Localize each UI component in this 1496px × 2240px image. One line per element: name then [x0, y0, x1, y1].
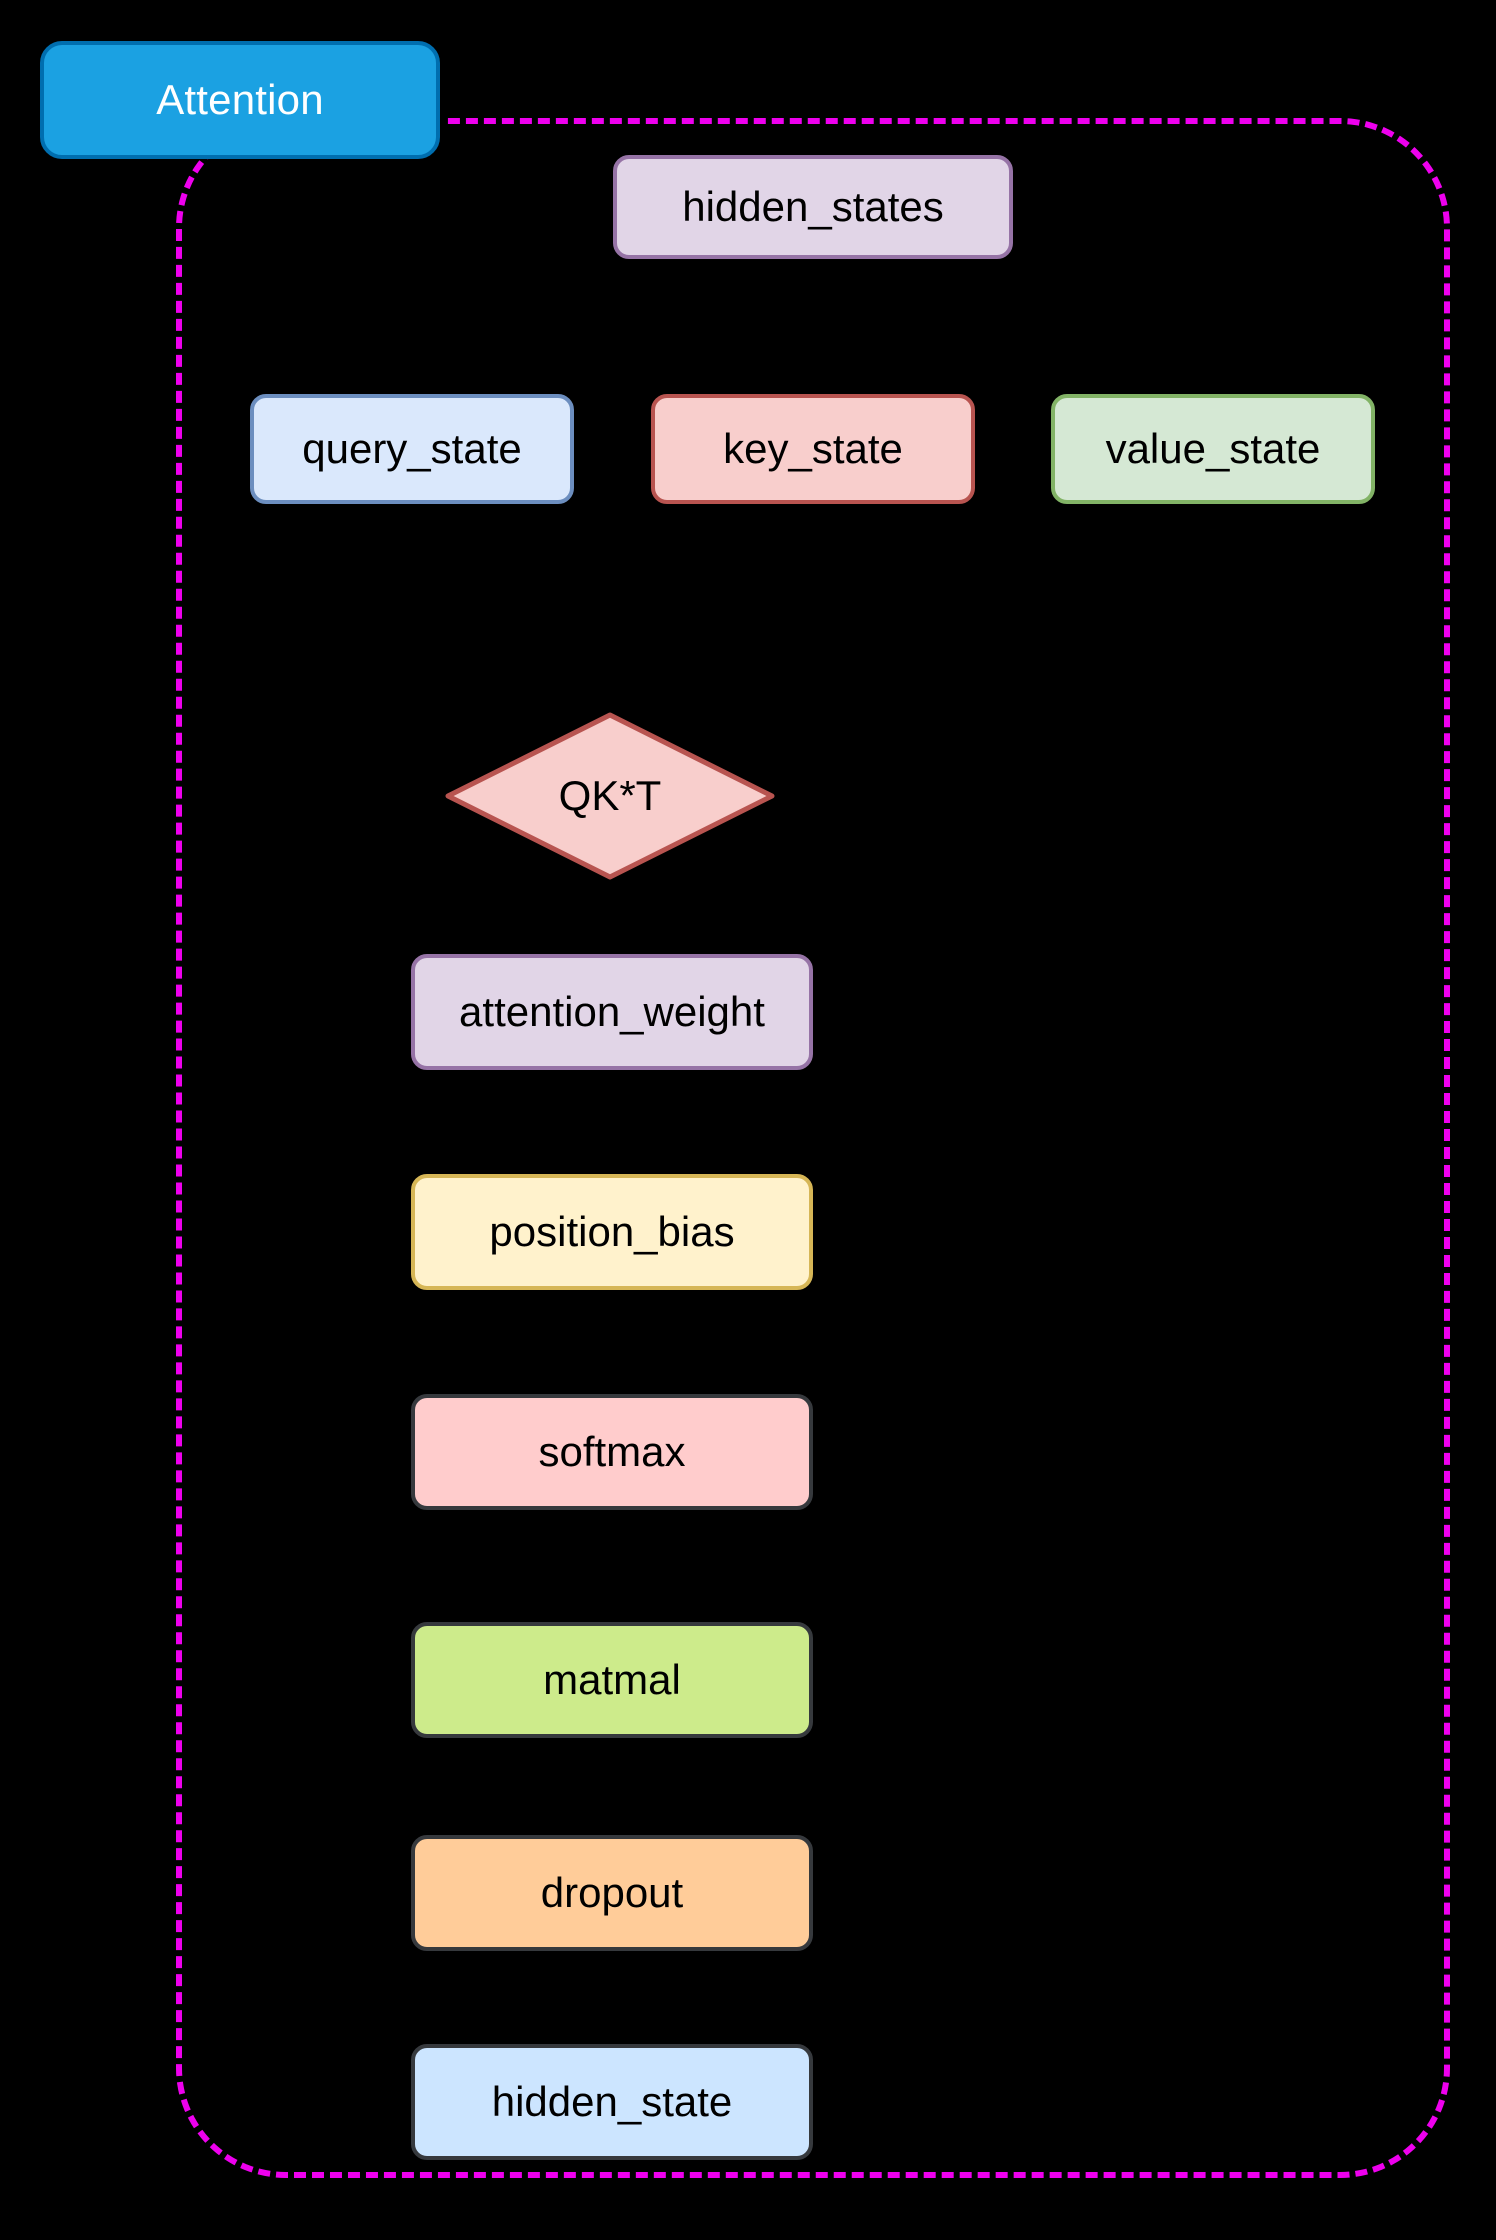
node-attention-weight[interactable]: attention_weight	[411, 954, 813, 1070]
node-softmax[interactable]: softmax	[411, 1394, 813, 1510]
node-hidden-states[interactable]: hidden_states	[613, 155, 1013, 259]
node-position-bias[interactable]: position_bias	[411, 1174, 813, 1290]
node-label: query_state	[302, 424, 522, 472]
node-query-state[interactable]: query_state	[250, 394, 574, 504]
node-key-state[interactable]: key_state	[651, 394, 975, 504]
diamond-shape	[445, 712, 775, 880]
node-label: softmax	[538, 1427, 686, 1475]
subgraph-title-attention[interactable]: Attention	[40, 41, 440, 159]
node-hidden-state[interactable]: hidden_state	[411, 2044, 813, 2160]
node-qk-transpose[interactable]: QK*T	[444, 711, 776, 881]
node-label: matmal	[543, 1655, 681, 1703]
node-label: dropout	[540, 1868, 684, 1916]
node-dropout[interactable]: dropout	[411, 1835, 813, 1951]
attention-subgraph-boundary	[176, 118, 1450, 2178]
node-label: value_state	[1105, 424, 1321, 472]
node-label: hidden_state	[491, 2077, 733, 2125]
node-label: attention_weight	[459, 987, 765, 1035]
node-label: hidden_states	[682, 182, 944, 230]
node-value-state[interactable]: value_state	[1051, 394, 1375, 504]
node-label: key_state	[723, 424, 903, 472]
node-label: position_bias	[489, 1207, 735, 1255]
subgraph-title-label: Attention	[156, 76, 324, 123]
node-matmal[interactable]: matmal	[411, 1622, 813, 1738]
